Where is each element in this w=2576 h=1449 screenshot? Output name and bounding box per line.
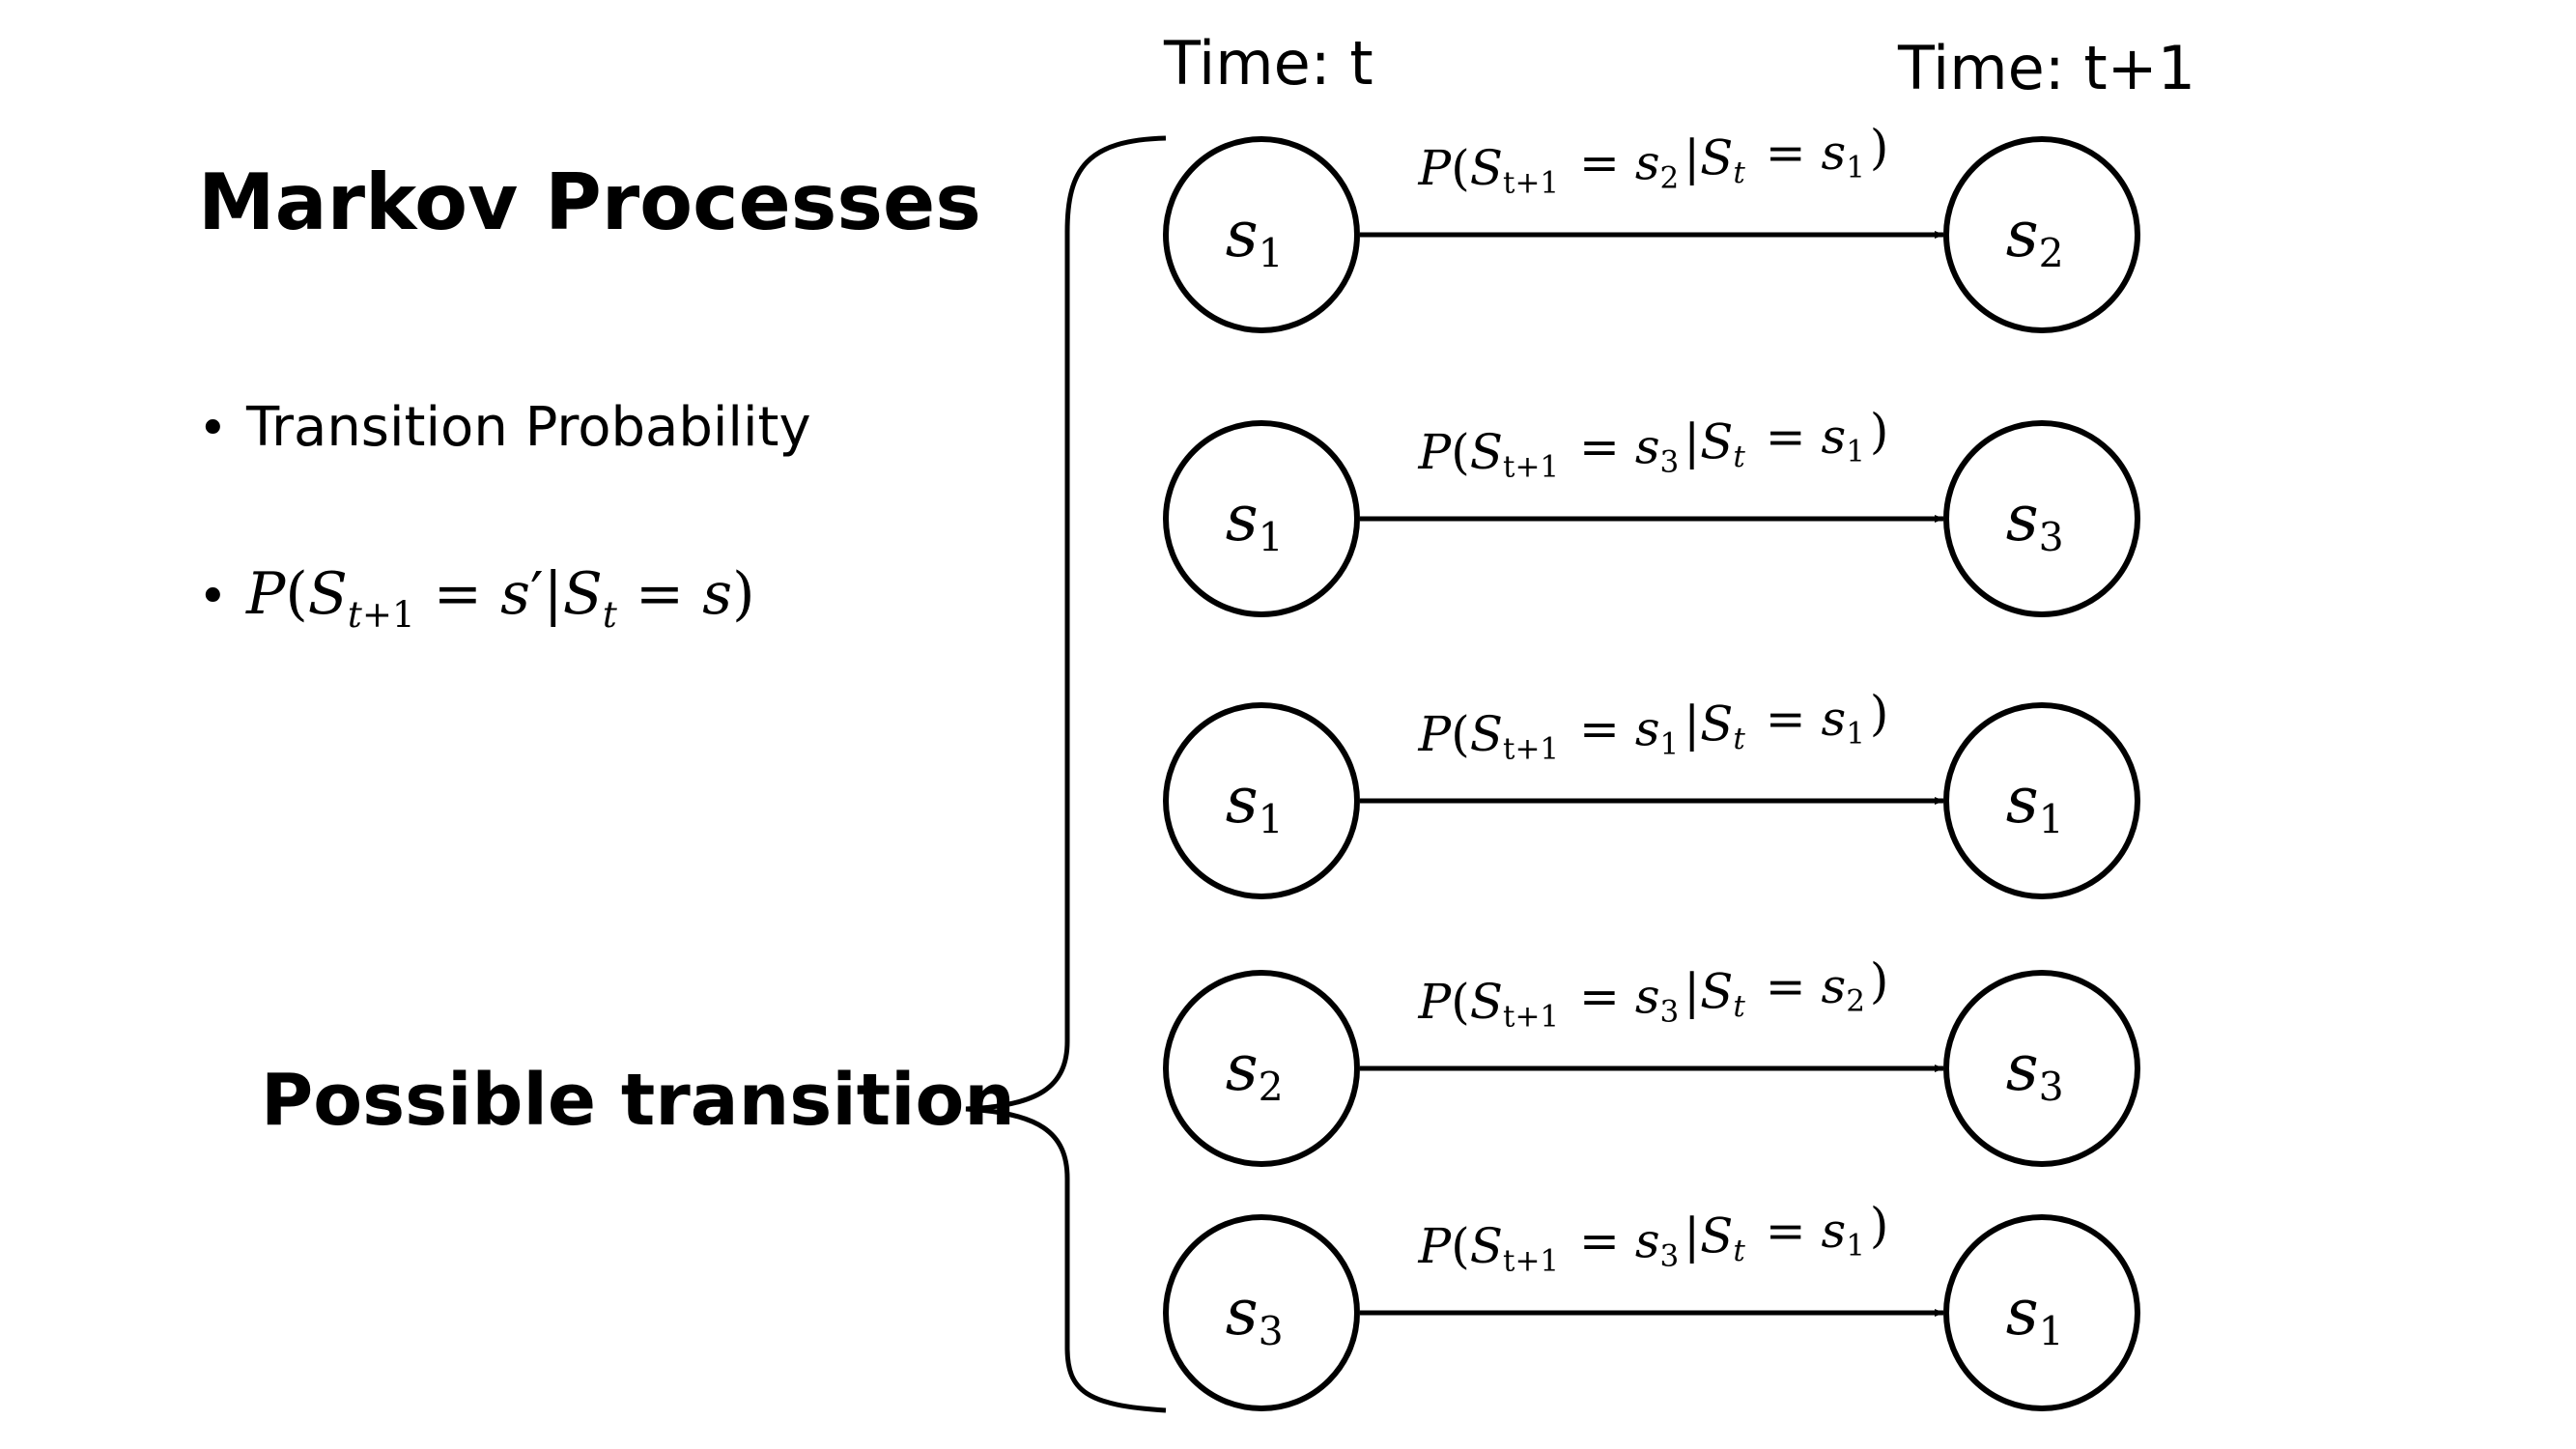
state-node-to-label: s1 [2006, 1268, 2070, 1354]
state-node-from-label: s3 [1226, 1268, 1289, 1354]
state-node-to [1943, 970, 2140, 1167]
transition-probability-label: P(St+1 = s3 |St = s1 ) [1418, 1198, 1889, 1279]
state-node-to [1943, 702, 2140, 899]
state-node-from-label: s2 [1226, 1024, 1289, 1110]
state-node-to-label: s1 [2006, 756, 2070, 842]
state-node-from-label: s1 [1226, 474, 1289, 560]
state-node-to [1943, 420, 2140, 617]
transition-row: s1 s3 P(St+1 = s3 |St = s1 ) [1163, 404, 2140, 617]
transition-row: s1 s2 P(St+1 = s2 |St = s1 ) [1163, 120, 2140, 333]
transition-probability-label: P(St+1 = s2 |St = s1 ) [1418, 120, 1889, 201]
curly-brace [965, 135, 1167, 1413]
transition-probability-formula: P(St+1 = s′|St = s) [246, 560, 755, 637]
state-node-to-label: s3 [2006, 474, 2070, 560]
bullet-transition-probability: • Transition Probability [198, 396, 811, 459]
state-node-from-label: s1 [1226, 190, 1289, 276]
state-node-from [1163, 702, 1360, 899]
transition-row: s2 s3 P(St+1 = s3 |St = s2 ) [1163, 953, 2140, 1167]
state-node-from [1163, 136, 1360, 333]
transition-row: s3 s1 P(St+1 = s3 |St = s1 ) [1163, 1198, 2140, 1411]
bullet-text: Transition Probability [246, 396, 811, 459]
possible-transition-label: Possible transition [261, 1059, 1015, 1142]
bullet-icon: • [198, 400, 228, 458]
transition-probability-label: P(St+1 = s1 |St = s1 ) [1418, 686, 1889, 767]
bullet-formula: • P(St+1 = s′|St = s) [198, 560, 755, 636]
transition-row: s1 s1 P(St+1 = s1 |St = s1 ) [1163, 686, 2140, 899]
state-node-to [1943, 1214, 2140, 1411]
transition-probability-label: P(St+1 = s3 |St = s1 ) [1418, 404, 1889, 485]
state-node-from-label: s1 [1226, 756, 1289, 842]
transition-probability-label: P(St+1 = s3 |St = s2 ) [1418, 953, 1889, 1035]
state-node-from [1163, 970, 1360, 1167]
state-node-from [1163, 420, 1360, 617]
time-t-label: Time: t [1164, 28, 1373, 99]
page-title: Markov Processes [198, 157, 981, 247]
state-node-to [1943, 136, 2140, 333]
state-node-to-label: s2 [2006, 190, 2070, 276]
bullet-icon: • [198, 568, 228, 626]
state-node-to-label: s3 [2006, 1024, 2070, 1110]
time-t-plus-1-label: Time: t+1 [1898, 33, 2196, 103]
state-node-from [1163, 1214, 1360, 1411]
